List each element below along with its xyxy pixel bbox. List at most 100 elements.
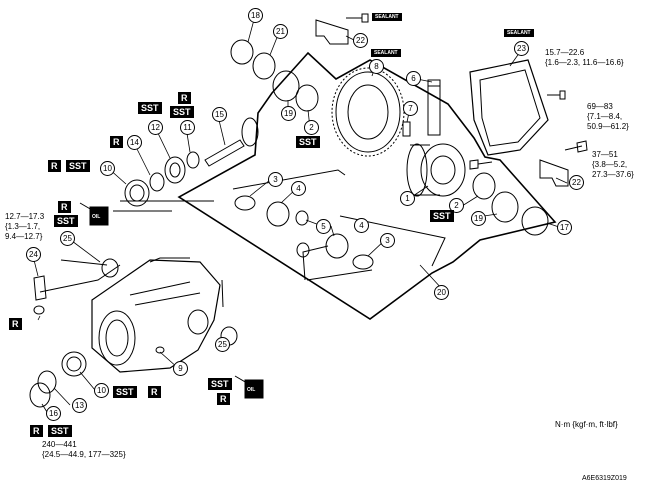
rear-cover [469,59,549,156]
torque-cap-bolt-3: 27.3—37.6} [592,170,634,179]
companion-flange-16 [29,382,51,408]
part-number-20: 20 [434,285,449,300]
part-number-10-lower: 10 [94,383,109,398]
part-number-21: 21 [273,24,288,39]
part-number-2-lower: 2 [449,198,464,213]
sensor [33,275,47,301]
bearing-13 [37,370,57,394]
sst-tag-11: SST [170,106,194,118]
side-washer-3b [352,254,374,270]
part-number-3-lower: 3 [380,233,395,248]
bearing-cap-upper [315,19,349,45]
bearing-12 [164,156,186,184]
seal-25-top [101,258,119,278]
part-number-25-lower: 25 [215,337,230,352]
part-number-15: 15 [212,107,227,122]
outer-race-19-right [491,191,519,223]
sealant-tag-22: SEALANT [372,13,402,21]
part-number-14: 14 [127,135,142,150]
r-tag-25: R [217,393,230,405]
r-tag-oil: R [58,201,71,213]
part-number-9: 9 [173,361,188,376]
bearing-2-left [295,84,319,112]
outer-race-19-left [272,70,300,102]
part-number-11: 11 [180,120,195,135]
pinion-shaft [427,79,441,136]
part-number-8: 8 [369,59,384,74]
part-number-4-lower: 4 [354,218,369,233]
sst-tag-25: SST [208,378,232,390]
torque-sensor-1: 12.7—17.3 [5,212,45,221]
seal-17 [521,206,549,236]
seal-10-top [124,179,150,207]
r-tag-10: R [48,160,61,172]
race-11 [186,151,200,169]
lock-pin [402,121,411,137]
part-number-16: 16 [46,406,61,421]
oil-label-bottom: OIL [247,387,256,393]
sst-tag-10: SST [66,160,90,172]
unit-note: N·m {kgf·m, ft·lbf} [555,420,618,429]
part-number-2-upper: 2 [304,120,319,135]
gear-carrier-case [91,257,221,373]
seal-18 [230,39,254,65]
seal-10-bottom [61,351,87,377]
r-tag-11: R [178,92,191,104]
torque-cover-bolt-2: {1.6—2.3, 11.6—16.6} [545,58,624,67]
adjuster-21 [252,52,276,80]
differential-assembly-outline [177,51,557,320]
oil-can-top [79,202,109,226]
part-number-1: 1 [400,191,415,206]
part-number-22-right: 22 [569,175,584,190]
ring-gear [331,67,405,157]
r-tag-24: R [9,318,22,330]
drive-pinion [204,117,259,167]
part-number-4-upper: 4 [291,181,306,196]
side-gear-4a [266,201,290,227]
torque-sensor-3: 9.4—12.7} [5,232,43,241]
sst-tag-12: SST [138,102,162,114]
torque-drain-plug-2: {7.1—8.4, [587,112,623,121]
part-number-25-upper: 25 [60,231,75,246]
differential-case [406,143,466,197]
sst-tag-2-upper: SST [296,136,320,148]
torque-locknut-2: {24.5—44.9, 177—325} [42,450,126,459]
part-number-6: 6 [406,71,421,86]
torque-sensor-2: {1.3—1.7, [5,222,41,231]
part-number-7: 7 [403,101,418,116]
pinion-gear-5a [295,210,309,226]
side-washer-3a [234,195,256,211]
torque-cap-bolt-1: 37—51 [592,150,618,159]
part-number-17: 17 [557,220,572,235]
part-number-19-upper: 19 [281,106,296,121]
bearing-2-right [472,172,496,200]
sst-tag-16: SST [48,425,72,437]
part-number-13: 13 [72,398,87,413]
side-gear-4b [325,233,349,259]
r-tag-10-lower: R [148,386,161,398]
part-number-18: 18 [248,8,263,23]
sst-tag-oil: SST [54,215,78,227]
part-number-3-upper: 3 [268,172,283,187]
r-tag-14: R [110,136,123,148]
torque-drain-plug-1: 69—83 [587,102,613,111]
figure-code: A6E6319Z019 [582,475,627,482]
bearing-cap-right [539,159,569,187]
sst-tag-2-lower: SST [430,210,454,222]
collapsible-spacer-14 [149,172,165,192]
sst-tag-10-lower: SST [113,386,137,398]
r-tag-16: R [30,425,43,437]
torque-locknut-1: 240—441 [42,440,77,449]
part-number-12: 12 [148,120,163,135]
oil-can-bottom [234,375,264,399]
bearing-12-inner [169,162,181,178]
part-number-10-upper: 10 [100,161,115,176]
torque-cover-bolt-1: 15.7—22.6 [545,48,585,57]
oil-label-top: OIL [92,214,101,220]
part-number-19-lower: 19 [471,211,486,226]
pinion-gear-5b [296,242,310,258]
part-number-5: 5 [316,219,331,234]
part-number-22-upper: 22 [353,33,368,48]
